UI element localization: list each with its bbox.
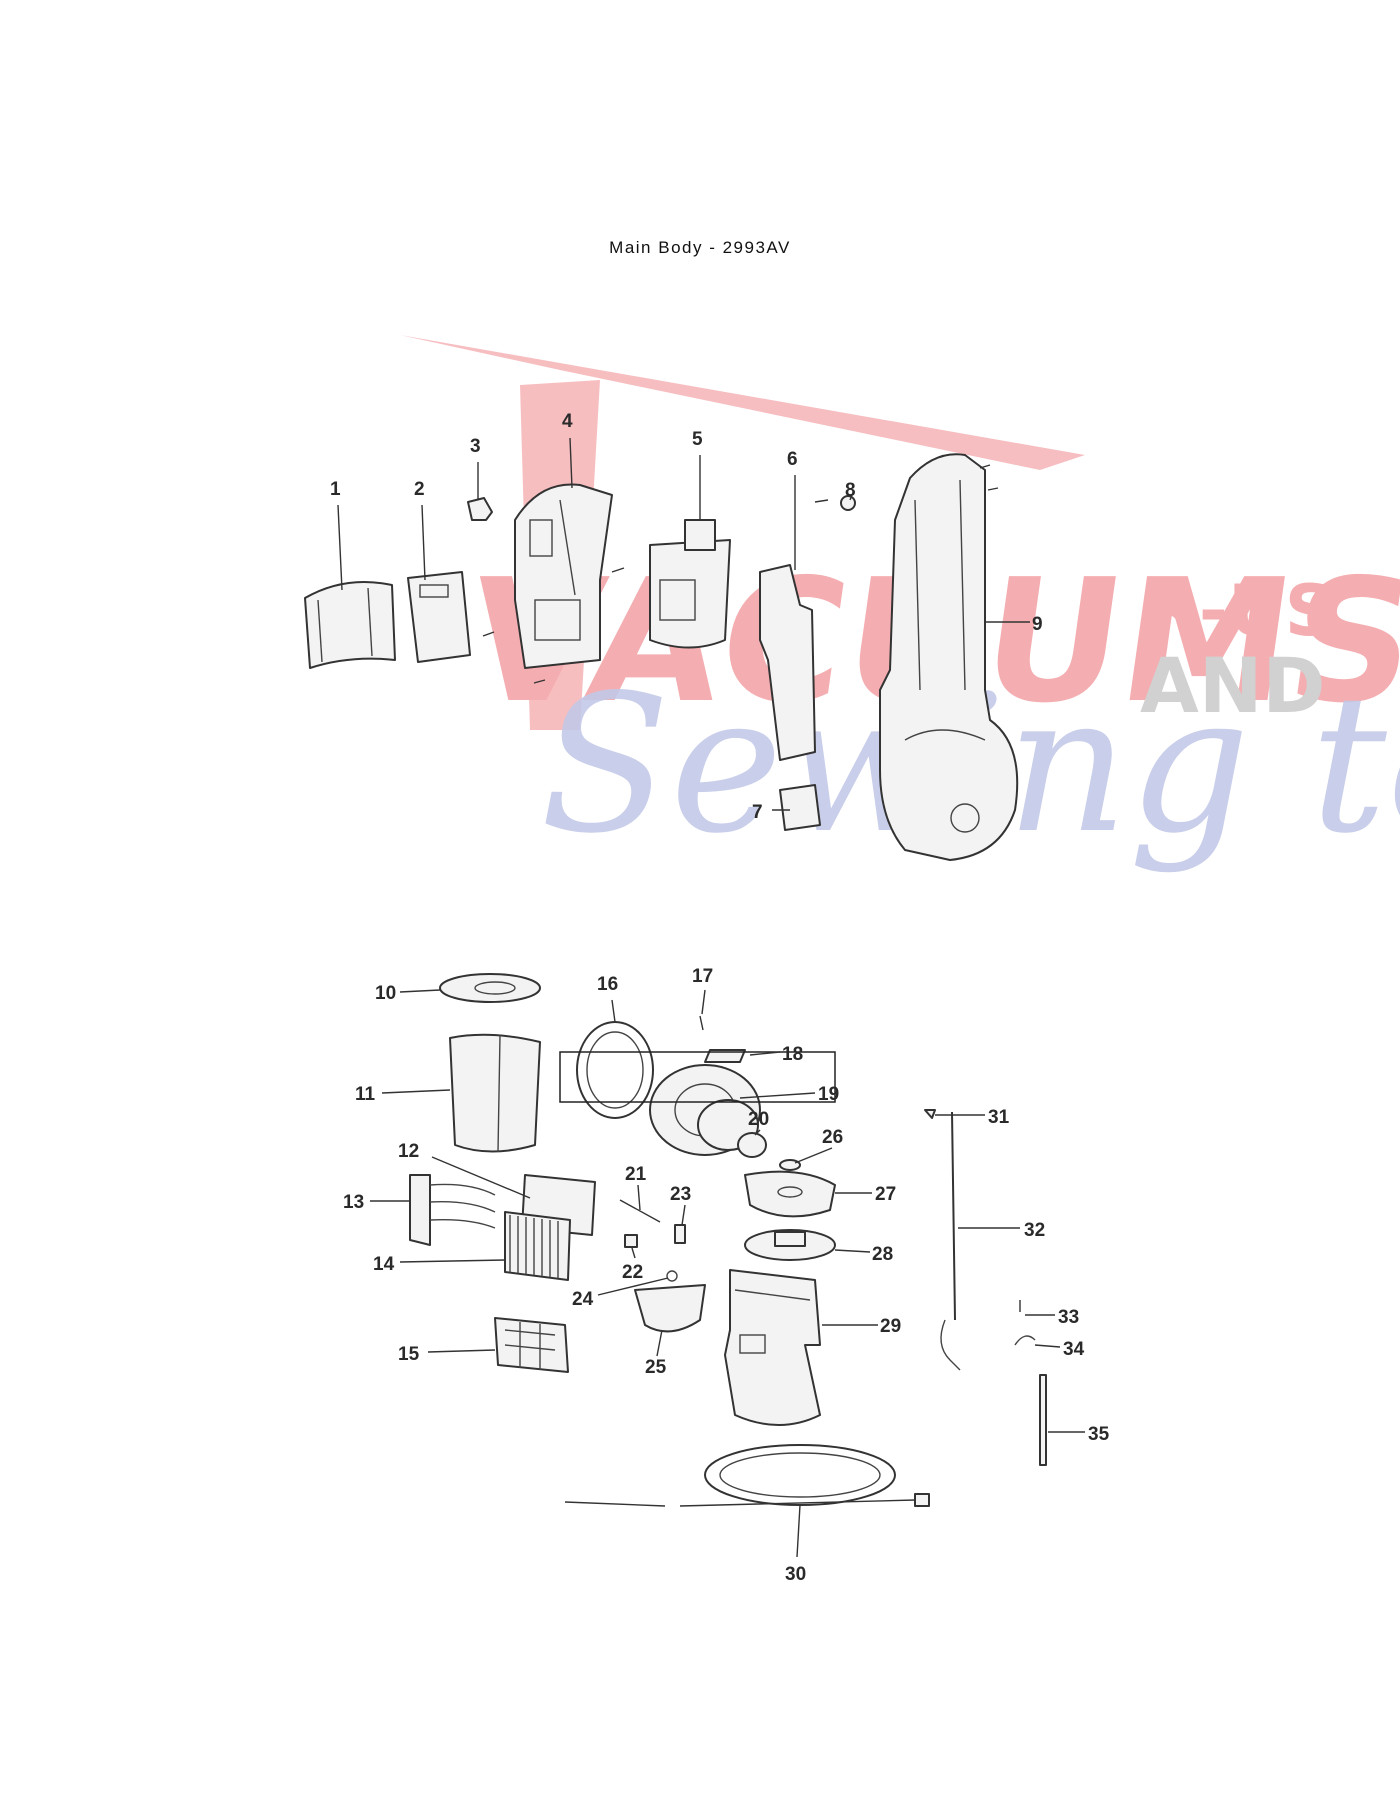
upper-assembly [304,453,1019,861]
part-29-lower-housing [724,1269,821,1426]
callout-27: 27 [875,1184,896,1205]
callout-9: 9 [1032,614,1043,635]
part-34-clip [1014,1335,1036,1346]
callout-30: 30 [785,1564,806,1585]
part-4-housing [514,483,613,669]
callout-3: 3 [470,436,481,457]
callout-34: 34 [1063,1339,1085,1360]
part-21-rod [619,1199,661,1223]
callout-8: 8 [845,480,856,501]
callout-20: 20 [748,1109,769,1130]
part-5-motor-housing [649,519,731,649]
callout-31: 31 [988,1107,1010,1128]
part-30-power-cord [564,1444,930,1507]
callout-23: 23 [670,1184,691,1205]
callout-11: 11 [355,1084,376,1105]
part-24-spring [666,1270,678,1282]
callout-28: 28 [872,1244,893,1265]
callout-18: 18 [782,1044,803,1065]
callout-13: 13 [343,1192,364,1213]
part-6-channel [759,564,816,761]
callout-14: 14 [373,1254,395,1275]
callout-7: 7 [752,802,763,823]
page-title: Main Body - 2993AV [609,238,791,257]
part-28-fan-housing [744,1229,836,1261]
part-16-ring [576,1021,654,1119]
watermark-r-us: R-US [1145,570,1335,652]
part-8-washer [840,495,856,511]
part-18-pad [704,1049,746,1063]
callout-33: 33 [1058,1307,1079,1328]
part-20-bearing [737,1132,767,1158]
part-9-main-body [879,453,1019,861]
part-7-filter [779,784,821,831]
callout-19: 19 [818,1084,839,1105]
part-25-scoop [634,1284,706,1333]
lower-assembly [409,973,1047,1507]
part-27-plate [744,1170,836,1218]
watermark-and: AND [1140,641,1326,730]
callout-1: 1 [330,479,341,500]
callout-17: 17 [692,966,713,987]
callout-26: 26 [822,1127,843,1148]
leader-lines [337,437,1085,1558]
part-2-panel [407,571,471,663]
part-17-screw [699,1015,704,1031]
callout-35: 35 [1088,1424,1110,1445]
part-32-handle-rod [940,1111,961,1371]
callout-29: 29 [880,1316,901,1337]
part-11-bin [449,1033,541,1153]
part-35-strip [1039,1374,1047,1466]
part-1-cover [304,580,396,669]
highlight-box [559,1051,836,1103]
callout-22: 22 [622,1262,643,1283]
callout-24: 24 [572,1289,594,1310]
callout-25: 25 [645,1357,667,1378]
part-15-hepa-block [494,1317,569,1373]
part-22-clip [624,1234,638,1248]
callout-15: 15 [398,1344,420,1365]
part-31-hook [924,1109,936,1119]
callouts: 1 2 3 4 5 6 7 8 9 10 11 12 13 14 15 16 1… [330,411,1110,1585]
callout-5: 5 [692,429,703,450]
callout-6: 6 [787,449,798,470]
screws-upper [482,464,999,684]
part-23-latch [674,1224,686,1244]
callout-32: 32 [1024,1220,1045,1241]
callout-10: 10 [375,983,396,1004]
part-3-knob [467,497,493,521]
part-13-grille [409,1174,496,1246]
callout-12: 12 [398,1141,419,1162]
part-14-pleated-filter [504,1211,571,1281]
callout-2: 2 [414,479,425,500]
callout-21: 21 [625,1164,647,1185]
callout-16: 16 [597,974,618,995]
callout-4: 4 [562,411,573,432]
part-10-lid [439,973,541,1003]
